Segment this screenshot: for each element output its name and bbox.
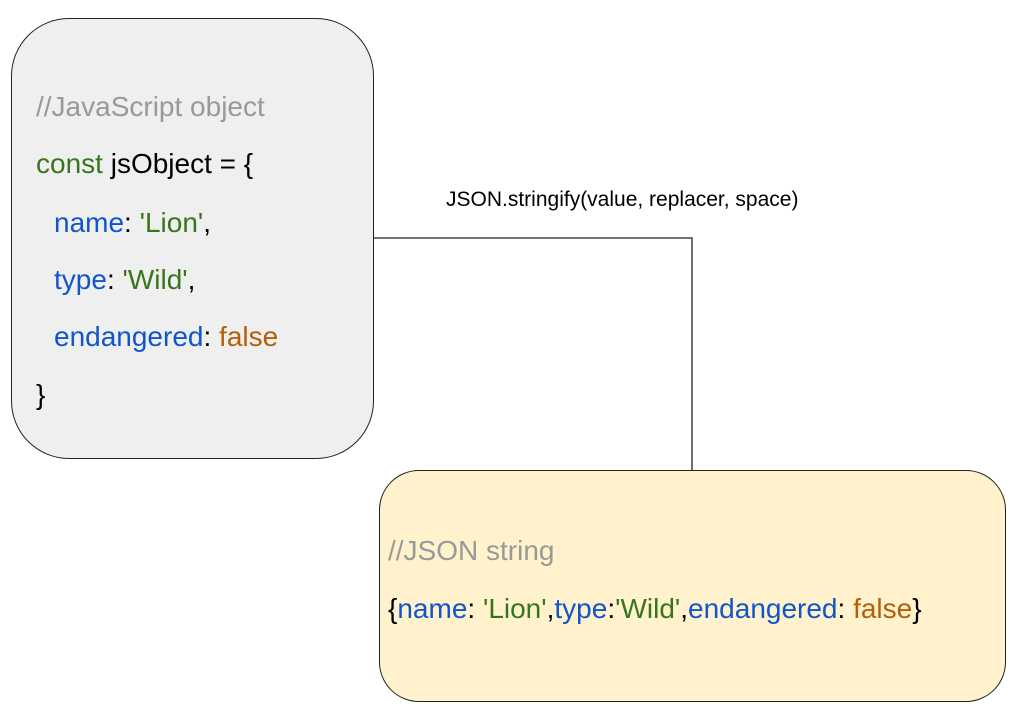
colon: : — [607, 593, 616, 624]
json-name-key: name — [397, 593, 468, 624]
name-value: 'Lion' — [139, 207, 204, 238]
close-brace: } — [912, 593, 922, 624]
colon: : — [467, 593, 483, 624]
json-type-key: type — [554, 593, 608, 624]
colon: : — [124, 207, 140, 238]
connector-line — [374, 237, 693, 470]
comma: , — [187, 264, 196, 295]
js-name-line: name: 'Lion', — [54, 209, 211, 237]
json-name-value: 'Lion' — [482, 593, 547, 624]
json-type-value: 'Wild' — [615, 593, 681, 624]
json-comment: //JSON string — [388, 535, 555, 566]
const-keyword: const — [36, 148, 103, 179]
colon: : — [106, 264, 123, 295]
js-endangered-line: endangered: false — [54, 323, 278, 351]
endangered-value: false — [219, 321, 279, 352]
colon: : — [203, 321, 220, 352]
colon: : — [837, 593, 854, 624]
js-comment: //JavaScript object — [36, 91, 265, 122]
open-brace: { — [388, 593, 398, 624]
name-key: name — [54, 207, 125, 238]
stringify-method-label: JSON.stringify(value, replacer, space) — [446, 188, 799, 211]
js-type-line: type: 'Wild', — [54, 266, 195, 294]
js-declaration-line: const jsObject = { — [36, 150, 253, 178]
javascript-object-box — [11, 18, 374, 459]
type-value: 'Wild' — [122, 264, 188, 295]
comma: , — [203, 207, 212, 238]
json-string-line: {name: 'Lion',type:'Wild',endangered: fa… — [388, 595, 922, 623]
json-string-box — [379, 470, 1006, 702]
js-closing-brace: } — [36, 379, 46, 410]
comma: , — [546, 593, 555, 624]
json-endangered-key: endangered — [688, 593, 838, 624]
json-endangered-value: false — [853, 593, 913, 624]
endangered-key: endangered — [54, 321, 204, 352]
comma: , — [680, 593, 689, 624]
declaration-rest: jsObject = { — [102, 148, 254, 179]
type-key: type — [54, 264, 107, 295]
